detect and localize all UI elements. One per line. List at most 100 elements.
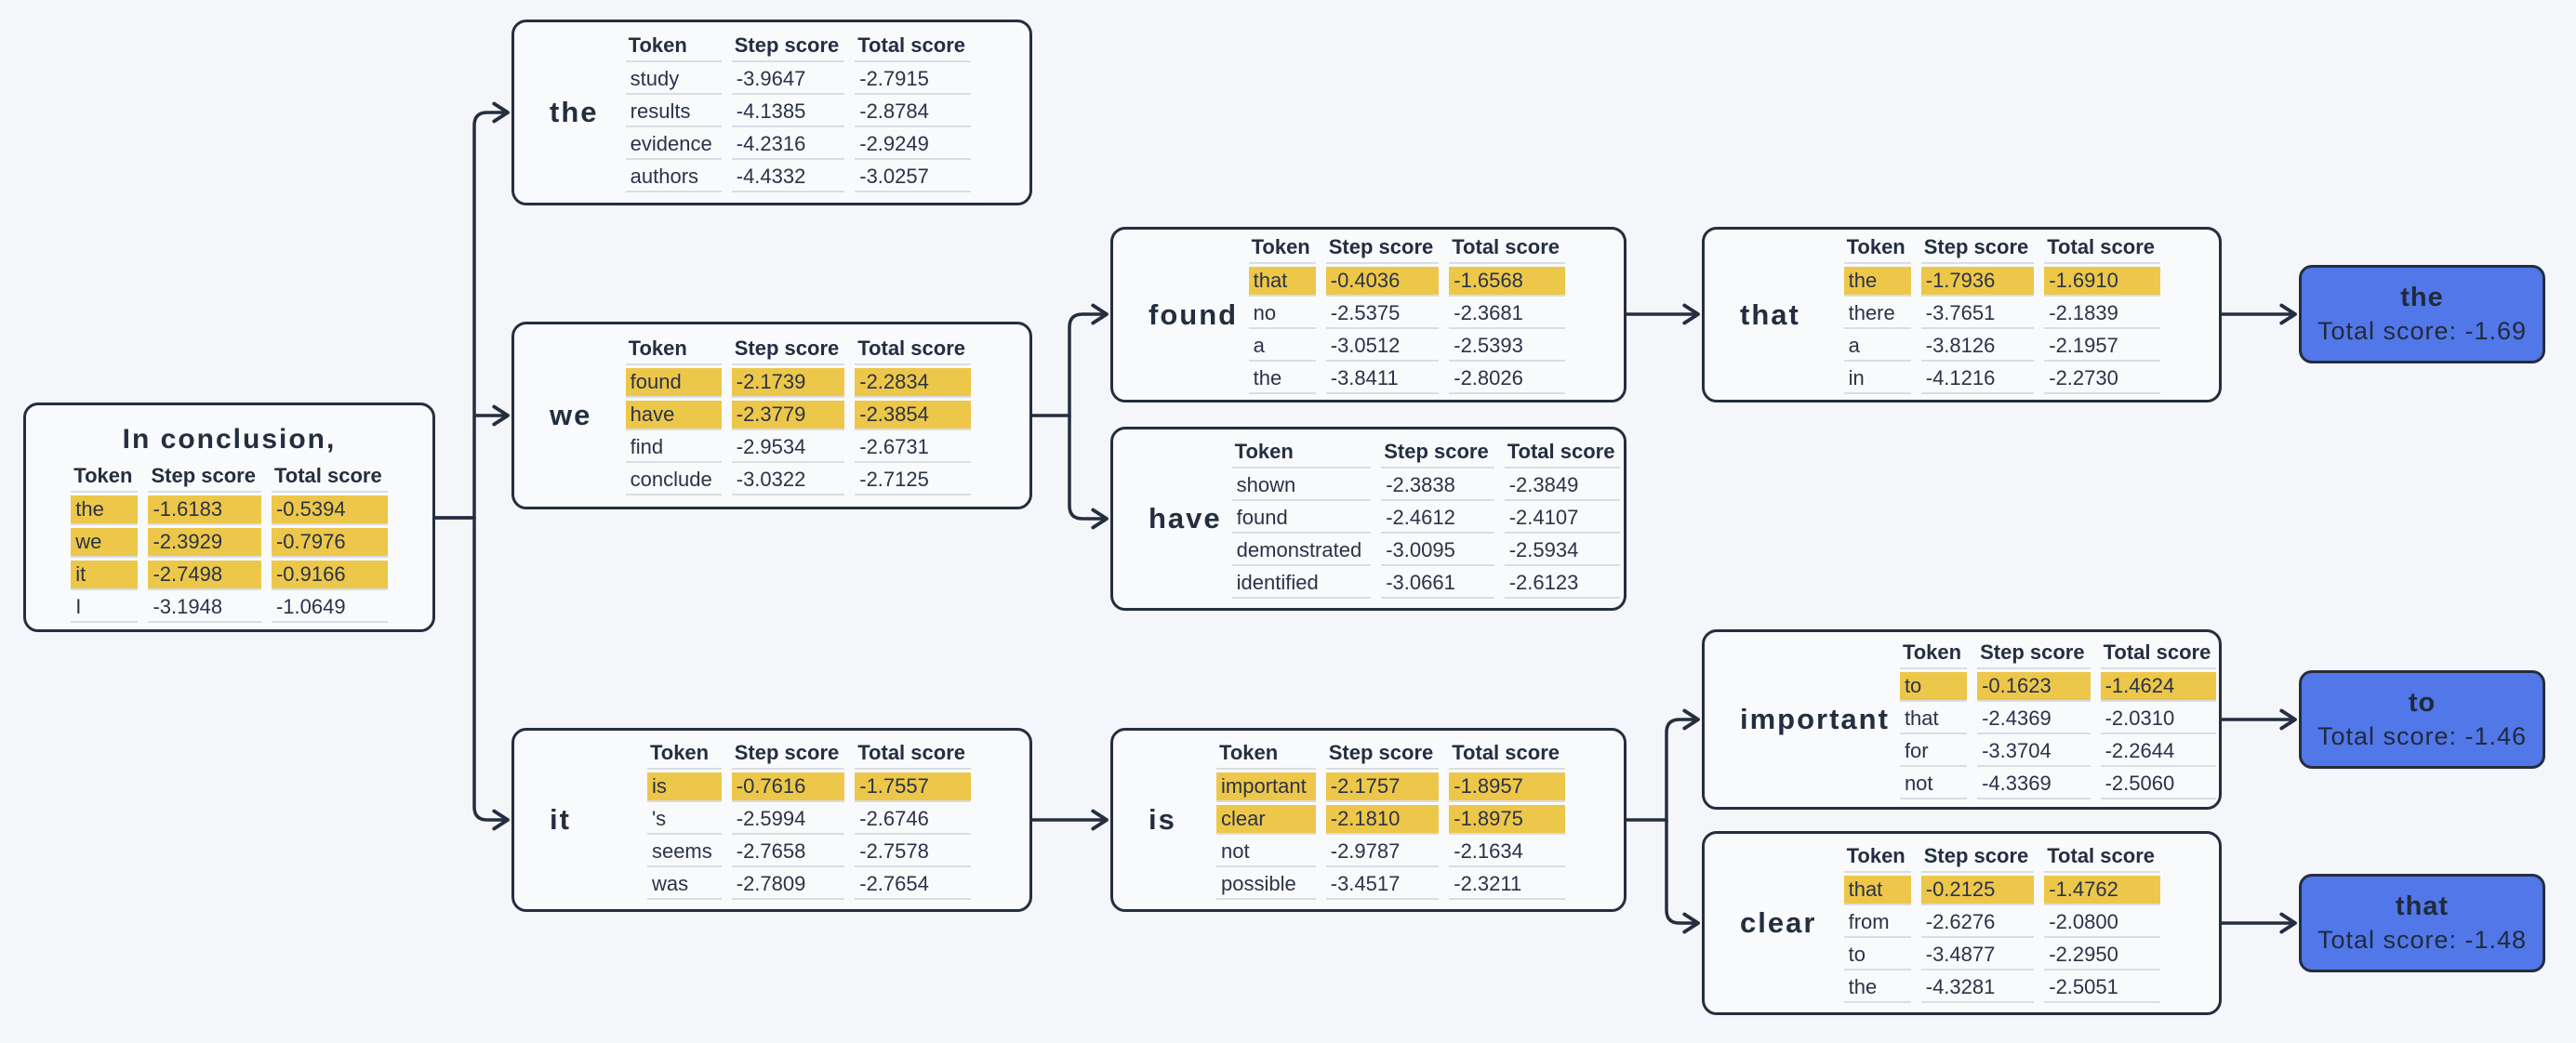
step-score-cell: -0.4036 xyxy=(1325,267,1440,297)
node-the: the Token Step score Total score study-3… xyxy=(511,20,1032,205)
token-row: was-2.7809-2.7654 xyxy=(646,870,971,900)
column-token: Token xyxy=(1843,235,1911,264)
step-score-cell: -2.3838 xyxy=(1381,471,1494,501)
token-row: seems-2.7658-2.7578 xyxy=(646,838,971,867)
node-clear: clear Token Step score Total score that-… xyxy=(1702,831,2222,1015)
node-label: the xyxy=(550,96,599,128)
node-label: found xyxy=(1149,297,1239,331)
score-table: Token Step score Total score to-0.1623-1… xyxy=(1890,638,2226,802)
token-cell: to xyxy=(1899,671,1968,702)
token-row: found-2.4612-2.4107 xyxy=(1231,504,1621,534)
column-token: Token xyxy=(625,33,722,62)
token-row: a-3.0512-2.5393 xyxy=(1248,332,1565,362)
token-row: possible-3.4517-2.3211 xyxy=(1216,870,1565,900)
header-row: Token Step score Total score xyxy=(1899,640,2217,669)
node-label: it xyxy=(550,803,571,836)
token-row: that-0.2125-1.4762 xyxy=(1843,875,2160,905)
step-score-cell: -2.9534 xyxy=(731,433,845,463)
total-score-cell: -2.3681 xyxy=(1449,299,1565,329)
node-have: have Token Step score Total score shown-… xyxy=(1110,427,1627,611)
total-score-cell: -2.3854 xyxy=(855,400,971,430)
token-row: no -2.5375 -2.3681 xyxy=(1248,299,1565,329)
node-label: have xyxy=(1149,502,1222,535)
step-score-cell: -2.7498 xyxy=(148,561,261,590)
token-cell: I xyxy=(71,593,139,623)
step-score-cell: -2.1739 xyxy=(731,367,845,398)
step-score-cell: -2.3779 xyxy=(731,400,845,430)
total-score-cell: -2.0310 xyxy=(2100,705,2217,734)
result-token: that xyxy=(2395,891,2450,921)
step-score-cell: -1.7936 xyxy=(1920,267,2035,297)
step-score-cell: -2.5375 xyxy=(1325,299,1440,329)
step-score-cell: -2.7658 xyxy=(731,838,845,867)
token-row: not-4.3369-2.5060 xyxy=(1899,770,2217,799)
step-score-cell: -0.2125 xyxy=(1920,875,2035,905)
step-score-cell: -3.9647 xyxy=(731,65,845,95)
total-score-cell: -1.8957 xyxy=(1449,772,1565,802)
score-table: Token Step score Total score is-0.7616-1… xyxy=(637,738,981,903)
token-row: important-2.1757-1.8957 xyxy=(1216,772,1565,802)
total-score-cell: -2.3849 xyxy=(1504,471,1621,501)
result-node-that: that Total score: -1.48 xyxy=(2299,874,2545,972)
result-token: the xyxy=(2400,283,2444,312)
token-cell: that xyxy=(1899,705,1968,734)
token-row: conclude-3.0322-2.7125 xyxy=(625,466,971,495)
result-token: to xyxy=(2408,688,2437,718)
token-cell: identified xyxy=(1231,569,1372,599)
step-score-cell: -3.4877 xyxy=(1920,941,2035,970)
column-total-score: Total score xyxy=(1449,235,1565,264)
step-score-cell: -4.1216 xyxy=(1920,364,2035,394)
node-we: we Token Step score Total score found-2.… xyxy=(511,322,1032,509)
node-is: is Token Step score Total score importan… xyxy=(1110,728,1627,912)
column-step-score: Step score xyxy=(1381,440,1494,469)
node-label: is xyxy=(1149,803,1176,836)
token-cell: 's xyxy=(646,805,722,835)
step-score-cell: -4.3281 xyxy=(1920,973,2035,1003)
step-score-cell: -3.8126 xyxy=(1920,332,2035,362)
token-row: find-2.9534-2.6731 xyxy=(625,433,971,463)
column-step-score: Step score xyxy=(731,741,845,770)
column-step-score: Step score xyxy=(731,337,845,365)
token-row: the-1.7936-1.6910 xyxy=(1843,267,2160,297)
column-token: Token xyxy=(1899,640,1968,669)
header-row: Token Step score Total score xyxy=(1843,235,2160,264)
token-cell: the xyxy=(1843,973,1911,1003)
token-cell: possible xyxy=(1216,870,1316,900)
total-score-cell: -2.1634 xyxy=(1449,838,1565,867)
total-score-cell: -2.2730 xyxy=(2044,364,2160,394)
step-score-cell: -3.8411 xyxy=(1325,364,1440,394)
total-score-cell: -2.5393 xyxy=(1449,332,1565,362)
result-total-score: Total score: -1.48 xyxy=(2317,926,2528,954)
token-cell: authors xyxy=(625,163,722,192)
column-step-score: Step score xyxy=(731,33,845,62)
token-cell: no xyxy=(1248,299,1316,329)
total-score-cell: -1.6910 xyxy=(2044,267,2160,297)
token-row: that-2.4369-2.0310 xyxy=(1899,705,2217,734)
step-score-cell: -4.2316 xyxy=(731,130,845,160)
node-found: found Token Step score Total score that-… xyxy=(1110,227,1627,403)
total-score-cell: -2.7578 xyxy=(855,838,971,867)
token-cell: found xyxy=(1231,504,1372,534)
connector-root-it xyxy=(435,516,510,831)
token-row: from-2.6276-2.0800 xyxy=(1843,908,2160,938)
token-row: is-0.7616-1.7557 xyxy=(646,772,971,802)
token-cell: shown xyxy=(1231,471,1372,501)
column-token: Token xyxy=(71,464,139,493)
connector-we-found xyxy=(1032,303,1109,417)
total-score-cell: -2.7654 xyxy=(855,870,971,900)
score-table: Token Step score Total score shown-2.383… xyxy=(1222,437,1631,601)
token-cell: it xyxy=(71,561,139,590)
total-score-cell: -2.3211 xyxy=(1449,870,1565,900)
column-total-score: Total score xyxy=(855,337,971,365)
header-row: Token Step score Total score xyxy=(625,33,971,62)
step-score-cell: -2.5994 xyxy=(731,805,845,835)
total-score-cell: -2.5934 xyxy=(1504,536,1621,566)
total-score-cell: -2.9249 xyxy=(855,130,971,160)
token-row: authors-4.4332-3.0257 xyxy=(625,163,971,192)
total-score-cell: -1.6568 xyxy=(1449,267,1565,297)
column-step-score: Step score xyxy=(1977,640,2091,669)
token-row: the-4.3281-2.5051 xyxy=(1843,973,2160,1003)
total-score-cell: -2.8026 xyxy=(1449,364,1565,394)
total-score-cell: -3.0257 xyxy=(855,163,971,192)
score-table: Token Step score Total score important-2… xyxy=(1206,738,1575,903)
